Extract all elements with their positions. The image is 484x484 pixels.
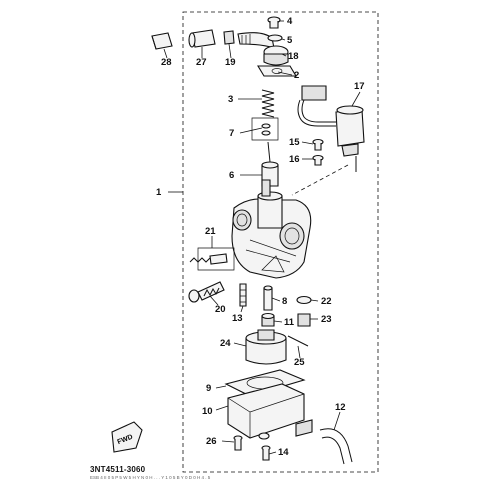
callout-27: 27 xyxy=(196,57,207,68)
callout-11: 11 xyxy=(284,317,295,328)
part-15-screw xyxy=(312,138,324,151)
part-20-throttle-stop-screw xyxy=(188,281,225,303)
part-24-float xyxy=(245,329,287,365)
callout-23: 23 xyxy=(321,314,332,325)
callout-10: 10 xyxy=(202,406,213,417)
part-16-screw xyxy=(312,154,324,166)
callout-17: 17 xyxy=(354,81,365,92)
leader-lines xyxy=(163,20,361,455)
part-23-plug xyxy=(297,313,311,327)
callout-22: 22 xyxy=(321,296,332,307)
part-22-washer xyxy=(296,295,312,305)
callout-26: 26 xyxy=(206,436,217,447)
part-18-cable-elbow xyxy=(237,32,289,66)
callout-28: 28 xyxy=(161,57,172,68)
callout-25: 25 xyxy=(294,357,305,368)
part-14-screw xyxy=(261,445,271,461)
part-5-washer xyxy=(267,34,283,42)
callout-1: 1 xyxy=(156,187,162,198)
part-7-needle-clip xyxy=(251,117,279,141)
callout-16: 16 xyxy=(289,154,300,165)
callout-18: 18 xyxy=(288,51,299,62)
part-8-needle-jet xyxy=(263,285,273,311)
part-10-float-chamber xyxy=(227,383,313,440)
part-12-drain-hose xyxy=(319,428,353,465)
part-27-hose-fitting xyxy=(188,29,216,48)
callout-3: 3 xyxy=(228,94,233,105)
callout-5: 5 xyxy=(287,35,293,46)
callout-19: 19 xyxy=(225,57,236,68)
callout-15: 15 xyxy=(289,137,300,148)
callout-9: 9 xyxy=(206,383,211,394)
part-17-auto-choke xyxy=(297,85,365,172)
carburetor-body xyxy=(231,179,312,279)
callout-20: 20 xyxy=(215,304,226,315)
callout-12: 12 xyxy=(335,402,346,413)
part-4-screw xyxy=(267,16,281,29)
figure-code: 3NT4511-3060 xyxy=(90,465,146,474)
fine-print: ESB 4 II 0 5 P 5 W 5 H Y N 0 H . . . Y 1… xyxy=(90,475,211,480)
jet-needle xyxy=(267,141,271,163)
callout-4: 4 xyxy=(287,16,293,27)
callout-24: 24 xyxy=(220,338,231,349)
part-26-screw xyxy=(233,435,243,451)
callout-21: 21 xyxy=(205,226,216,237)
part-21-pilot-screw-set xyxy=(189,247,235,271)
part-11-jet-holder xyxy=(261,312,275,327)
part-13-main-jet xyxy=(239,283,247,307)
fwd-arrow-icon: FWD xyxy=(111,421,143,453)
callout-13: 13 xyxy=(232,313,243,324)
part-28-cap xyxy=(151,32,173,50)
part-25-float-pin xyxy=(287,335,309,347)
callout-7: 7 xyxy=(229,128,234,139)
callout-2: 2 xyxy=(294,70,299,81)
part-19-clip xyxy=(223,30,235,45)
callout-numbers: 1 2 3 4 5 6 7 8 9 10 11 12 13 14 15 16 1… xyxy=(156,16,365,458)
callout-6: 6 xyxy=(229,170,234,181)
callout-8: 8 xyxy=(282,296,287,307)
part-3-spring xyxy=(261,89,275,118)
assembly-boundary xyxy=(182,11,379,473)
callout-14: 14 xyxy=(278,447,289,458)
